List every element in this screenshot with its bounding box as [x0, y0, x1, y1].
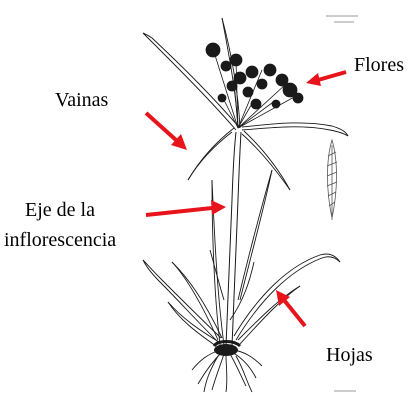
label-eje-line2: inflorescencia [4, 228, 116, 252]
involucral-bracts [143, 18, 348, 190]
basal-leaves [143, 170, 340, 346]
label-flores: Flores [354, 53, 404, 77]
label-hojas: Hojas [326, 343, 373, 367]
flower-spikelets [206, 43, 303, 128]
label-vainas: Vainas [55, 88, 108, 112]
arrow-eje [146, 200, 226, 215]
arrow-vainas [146, 113, 187, 150]
label-eje-line1: Eje de la [25, 198, 95, 222]
arrow-flores [306, 72, 346, 86]
spikelet-detail [327, 140, 337, 220]
roots [192, 350, 262, 392]
arrow-hojas [276, 290, 305, 326]
